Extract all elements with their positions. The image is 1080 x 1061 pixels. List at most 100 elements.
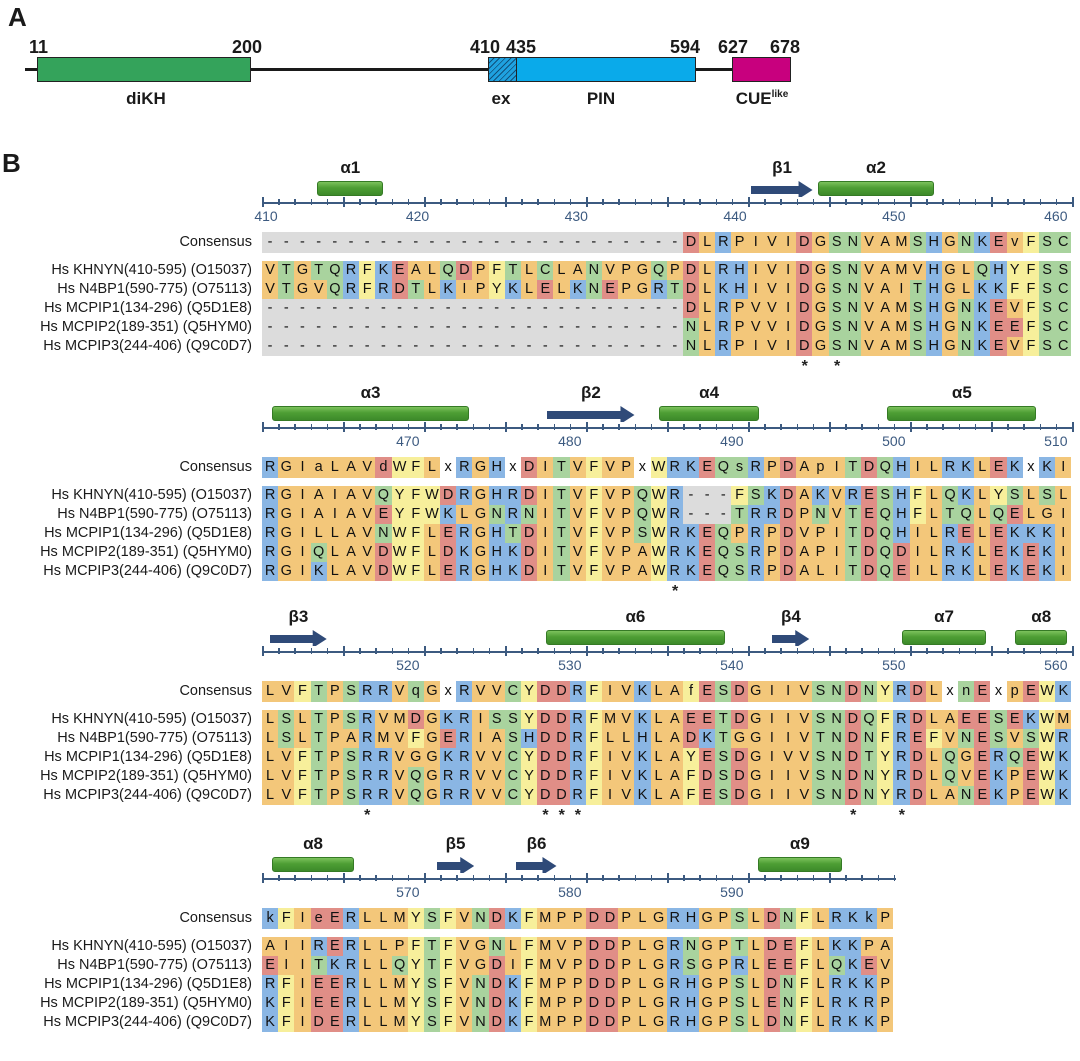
residue-cell: V [860,261,878,280]
residue-cell: - [666,337,683,356]
residue-cell: - [666,318,683,337]
residue-cell: L [812,937,829,956]
residue-cell: N [780,1013,797,1032]
residue-cell: R [828,908,845,929]
residue-cell: P [666,261,683,280]
axis-tick [974,199,977,205]
residue-cell: V [828,505,845,524]
residue-cell: T [310,710,327,729]
residue-cell: E [682,710,700,729]
residue-cell: M [537,994,554,1013]
secondary-structure-label: β1 [772,158,792,177]
residue-cell: T [504,524,521,543]
residue-cell: R [456,729,473,748]
residue-cell: F [294,767,311,786]
residue-cell: D [763,937,780,956]
residue-cell: - [294,318,311,337]
residue-cell: G [472,543,489,562]
residue-cell: G [699,994,716,1013]
residue-cell: P [569,956,586,975]
axis-tick [748,197,750,207]
residue-cell: F [909,505,926,524]
residue-cell: L [423,524,441,543]
axis-tick [926,648,928,654]
axis-tick [424,422,426,432]
axis-tick-label: 440 [723,208,747,224]
residue-cell: I [828,543,845,562]
residue-cell: F [278,975,295,994]
domain-ex-box [488,57,517,82]
axis-tick [537,648,539,654]
axis-tick [456,648,458,654]
residue-cell: V [569,457,586,478]
residue-cell: G [407,748,424,767]
axis-tick [326,199,329,205]
residue-cell: T [553,505,570,524]
residue-cell: I [294,975,311,994]
residue-cell: M [537,1013,554,1032]
residue-cell: - [618,337,635,356]
axis-tick [764,875,766,881]
axis-tick [845,875,847,881]
residue-cell: A [666,786,683,805]
residue-cell: R [666,937,683,956]
residue-cell: x [440,681,457,702]
axis-tick [278,875,280,881]
residue-cell: A [342,729,360,748]
axis-tick [974,424,977,430]
residue-cell: H [488,486,505,505]
residue-cell: W [391,457,408,478]
axis-tick [812,875,815,881]
residue-cell: - [601,232,619,253]
axis-tick [407,875,410,881]
residue-cell: K [375,261,392,280]
residue-cell: G [472,937,489,956]
residue-cell: H [925,299,942,318]
residue-cell: S [1039,337,1056,356]
axis-tick [407,424,410,430]
residue-cell: S [828,232,845,253]
residue-cell: P [877,1013,894,1032]
residue-cell: I [504,956,521,975]
residue-cell: R [342,908,360,929]
axis-tick [845,424,847,430]
axis-tick [958,424,961,430]
residue-cell: L [262,767,279,786]
residue-cell: N [844,299,861,318]
residue-cell: C [1055,232,1072,253]
residue-cell: L [650,681,667,702]
helix-α4 [658,406,760,421]
residue-cell: A [342,543,360,562]
residue-cell: V [763,232,780,253]
residue-cell: L [262,710,279,729]
residue-cell: N [780,908,797,929]
domain-dikh-end: 200 [232,37,263,57]
residue-cell: H [893,505,910,524]
residue-cell: - [618,318,635,337]
residue-cell: K [844,956,861,975]
residue-cell: V [796,767,813,786]
domain-pin-end: 594 [670,37,701,57]
residue-cell: M [537,908,554,929]
residue-cell: G [472,486,489,505]
axis-tick [262,646,264,656]
residue-cell: - [715,486,732,505]
residue-cell: K [1055,748,1072,767]
residue-cell: E [440,524,457,543]
residue-cell: S [731,908,748,929]
residue-cell: L [699,232,716,253]
residue-cell: F [521,908,538,929]
residue-cell: I [909,457,926,478]
residue-cell: N [828,710,845,729]
residue-cell: R [342,975,360,994]
residue-cell: R [569,748,586,767]
residue-cell: G [958,748,975,767]
residue-cell: K [456,543,473,562]
residue-cell: I [893,280,910,299]
residue-cell: P [472,280,489,299]
residue-cell: I [828,457,845,478]
residue-cell: E [909,729,926,748]
residue-cell: Y [682,748,700,767]
residue-cell: N [585,280,602,299]
